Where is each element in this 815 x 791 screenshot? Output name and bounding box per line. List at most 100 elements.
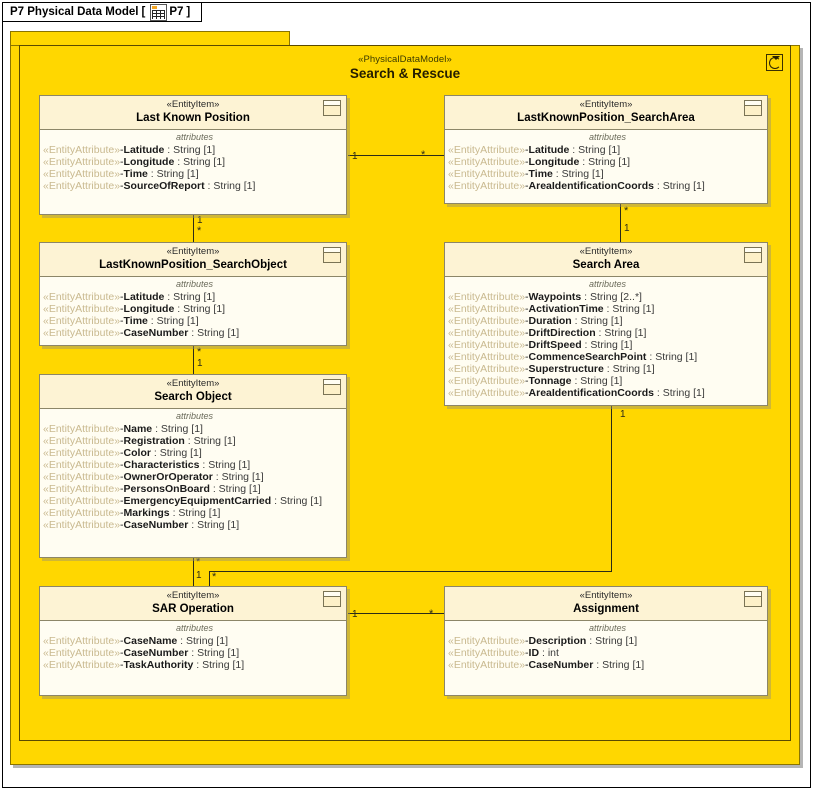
attribute-type: String	[602, 659, 630, 671]
attribute-row[interactable]: «EntityAttribute»-Longitude : String [1]	[448, 156, 767, 168]
diagram-title: P7 Physical Data Model	[10, 6, 139, 18]
attribute-row[interactable]: «EntityAttribute»-EmergencyEquipmentCarr…	[43, 495, 346, 507]
attribute-name: CaseName	[123, 635, 178, 647]
attribute-row[interactable]: «EntityAttribute»-AreaIdentificationCoor…	[448, 180, 767, 192]
entity-last-known-position[interactable]: «EntityItem» Last Known Position attribu…	[39, 95, 347, 215]
attribute-row[interactable]: «EntityAttribute»-Time : String [1]	[43, 168, 346, 180]
entity-name: LastKnownPosition_SearchObject	[99, 259, 287, 271]
attribute-row[interactable]: «EntityAttribute»-Duration : String [1]	[448, 315, 767, 327]
attribute-row[interactable]: «EntityAttribute»-CaseName : String [1]	[43, 635, 346, 647]
attribute-row[interactable]: «EntityAttribute»-Name : String [1]	[43, 423, 346, 435]
entity-item-icon	[323, 247, 341, 263]
attribute-name: Latitude	[123, 291, 165, 303]
attribute-row[interactable]: «EntityAttribute»-Longitude : String [1]	[43, 303, 346, 315]
attribute-type-sep: :	[653, 180, 663, 192]
entity-header: «EntityItem» Search Object	[40, 375, 346, 409]
attribute-row[interactable]: «EntityAttribute»-Waypoints : String [2.…	[448, 291, 767, 303]
attribute-row[interactable]: «EntityAttribute»-ActivationTime : Strin…	[448, 303, 767, 315]
attribute-row[interactable]: «EntityAttribute»-TaskAuthority : String…	[43, 659, 346, 671]
attribute-row[interactable]: «EntityAttribute»-Longitude : String [1]	[43, 156, 346, 168]
attributes-heading: attributes	[175, 623, 214, 633]
attribute-name: Longitude	[528, 156, 580, 168]
connector-searcharea-sarop-h[interactable]	[209, 571, 612, 572]
attribute-multiplicity: [1]	[227, 519, 240, 531]
attribute-type-sep: :	[152, 423, 161, 435]
attribute-type-sep: :	[593, 659, 603, 671]
connector-lkp-lkpso[interactable]	[193, 213, 194, 244]
attribute-row[interactable]: «EntityAttribute»-ID : int	[448, 647, 767, 659]
connector-lkpso-searchobject[interactable]	[193, 345, 194, 375]
attribute-type: String	[221, 471, 250, 483]
mult-lkpsa-searcharea-target: 1	[624, 223, 630, 234]
connector-lkpsa-searcharea[interactable]	[620, 202, 621, 245]
attribute-type: String	[213, 180, 241, 192]
attribute-row[interactable]: «EntityAttribute»-CaseNumber : String [1…	[448, 659, 767, 671]
entity-lastknownposition-searcharea[interactable]: «EntityItem» LastKnownPosition_SearchAre…	[444, 95, 768, 204]
attribute-row[interactable]: «EntityAttribute»-DriftDirection : Strin…	[448, 327, 767, 339]
attribute-row[interactable]: «EntityAttribute»-Color : String [1]	[43, 447, 346, 459]
entity-sar-operation[interactable]: «EntityItem» SAR Operation attributes «E…	[39, 586, 347, 696]
attribute-name: ID	[528, 647, 540, 659]
connector-searchobject-sarop[interactable]	[193, 556, 194, 586]
attribute-row[interactable]: «EntityAttribute»-Characteristics : Stri…	[43, 459, 346, 471]
entity-attributes-compartment: attributes «EntityAttribute»-CaseName : …	[40, 621, 346, 675]
entity-search-area[interactable]: «EntityItem» Search Area attributes «Ent…	[444, 242, 768, 406]
attribute-stereotype: «EntityAttribute»	[448, 168, 526, 180]
attribute-row[interactable]: «EntityAttribute»-Time : String [1]	[43, 315, 346, 327]
attribute-row[interactable]: «EntityAttribute»-Tonnage : String [1]	[448, 375, 767, 387]
package-shortcut-icon[interactable]	[766, 54, 783, 71]
mult-lkp-lkpsa-source: 1	[352, 151, 358, 162]
entity-search-object[interactable]: «EntityItem» Search Object attributes «E…	[39, 374, 347, 558]
attribute-row[interactable]: «EntityAttribute»-Latitude : String [1]	[448, 144, 767, 156]
attribute-row[interactable]: «EntityAttribute»-SourceOfReport : Strin…	[43, 180, 346, 192]
attribute-multiplicity: [1]	[592, 168, 604, 180]
attribute-row[interactable]: «EntityAttribute»-Registration : String …	[43, 435, 346, 447]
attribute-type-sep: :	[571, 315, 581, 327]
attribute-type: String	[580, 375, 608, 387]
attribute-multiplicity: [1]	[620, 339, 633, 351]
attribute-stereotype: «EntityAttribute»	[43, 659, 121, 671]
attribute-type-sep: :	[188, 519, 198, 531]
attribute-row[interactable]: «EntityAttribute»-CaseNumber : String [1…	[43, 327, 346, 339]
attribute-type: String	[655, 351, 683, 363]
connector-lkp-lkpsa[interactable]	[348, 155, 445, 156]
attribute-multiplicity: [1]	[232, 659, 245, 671]
attribute-row[interactable]: «EntityAttribute»-AreaIdentificationCoor…	[448, 387, 767, 399]
attribute-row[interactable]: «EntityAttribute»-CaseNumber : String [1…	[43, 647, 346, 659]
connector-searcharea-sarop-v2[interactable]	[209, 571, 210, 586]
attribute-row[interactable]: «EntityAttribute»-Latitude : String [1]	[43, 291, 346, 303]
entity-assignment[interactable]: «EntityItem» Assignment attributes «Enti…	[444, 586, 768, 696]
attribute-row[interactable]: «EntityAttribute»-DriftSpeed : String [1…	[448, 339, 767, 351]
connector-searcharea-sarop-v1[interactable]	[611, 406, 612, 572]
attribute-stereotype: «EntityAttribute»	[43, 315, 121, 327]
attribute-multiplicity: [1]	[208, 507, 221, 519]
mult-lkp-lkpsa-target: *	[421, 149, 426, 161]
attribute-type: String	[197, 327, 225, 339]
attribute-row[interactable]: «EntityAttribute»-CaseNumber : String [1…	[43, 519, 346, 531]
attribute-type: String	[578, 144, 606, 156]
attribute-type-sep: :	[271, 495, 280, 507]
attribute-row[interactable]: «EntityAttribute»-Time : String [1]	[448, 168, 767, 180]
attribute-row[interactable]: «EntityAttribute»-Markings : String [1]	[43, 507, 346, 519]
attributes-heading: attributes	[588, 623, 627, 633]
entity-attributes-compartment: attributes «EntityAttribute»-Description…	[445, 621, 767, 675]
attribute-row[interactable]: «EntityAttribute»-Description : String […	[448, 635, 767, 647]
attribute-visibility: -	[525, 327, 529, 339]
mult-lkp-lkpso-target: *	[197, 225, 202, 237]
attribute-type: String	[160, 423, 189, 435]
attribute-stereotype: «EntityAttribute»	[43, 635, 121, 647]
attribute-name: Characteristics	[123, 459, 200, 471]
attribute-visibility: -	[525, 387, 529, 399]
connector-sarop-assignment[interactable]	[348, 613, 445, 614]
attribute-row[interactable]: «EntityAttribute»-CommenceSearchPoint : …	[448, 351, 767, 363]
attribute-multiplicity: [1]	[642, 303, 655, 315]
attribute-stereotype: «EntityAttribute»	[448, 351, 526, 363]
attribute-type: String	[183, 303, 211, 315]
entity-lastknownposition-searchobject[interactable]: «EntityItem» LastKnownPosition_SearchObj…	[39, 242, 347, 346]
attribute-row[interactable]: «EntityAttribute»-OwnerOrOperator : Stri…	[43, 471, 346, 483]
attribute-row[interactable]: «EntityAttribute»-Latitude : String [1]	[43, 144, 346, 156]
attribute-type-sep: :	[571, 375, 581, 387]
attribute-row[interactable]: «EntityAttribute»-PersonsOnBoard : Strin…	[43, 483, 346, 495]
attribute-multiplicity: [1]	[203, 144, 216, 156]
attribute-row[interactable]: «EntityAttribute»-Superstructure : Strin…	[448, 363, 767, 375]
